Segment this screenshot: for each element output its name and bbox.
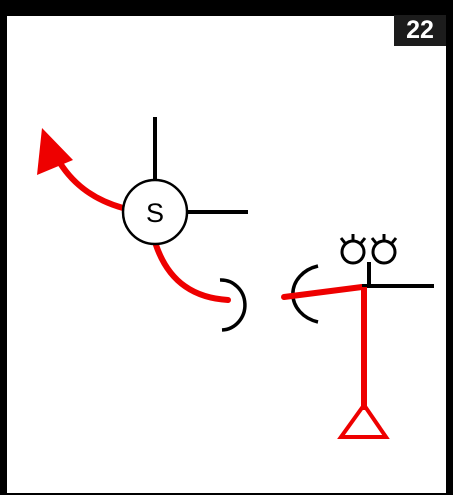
sign-circle: [121, 178, 189, 246]
stop-pattern-icon: [339, 234, 398, 265]
route-curve-upper: [57, 160, 126, 211]
bracket-arc-left: [219, 278, 247, 332]
route-curve-lower: [153, 242, 231, 303]
route-connector: [281, 284, 365, 300]
sign-letter: S: [146, 198, 164, 228]
page-number-badge: 22: [394, 15, 446, 46]
start-triangle-icon: [337, 401, 390, 439]
direction-arrow-icon: [37, 128, 73, 175]
